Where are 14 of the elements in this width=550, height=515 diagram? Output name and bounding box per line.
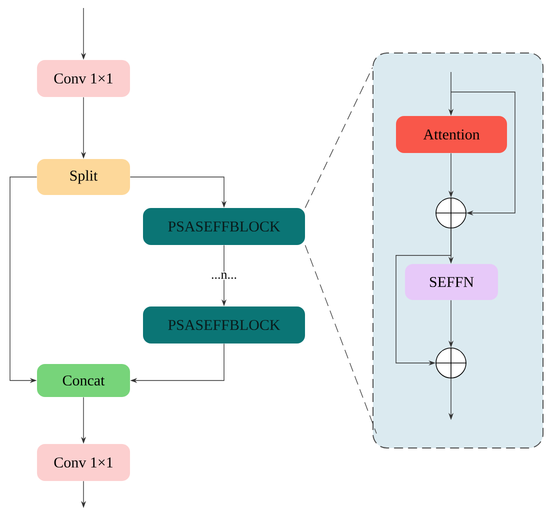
edge-label: ...n... xyxy=(210,272,238,280)
block-box: PSASEFFBLOCK xyxy=(143,306,305,344)
block-box: PSASEFFBLOCK xyxy=(143,208,305,245)
zoom-line xyxy=(304,244,377,434)
process-box: Conv 1×1 xyxy=(37,60,130,97)
process-box: SEFFN xyxy=(405,264,498,300)
process-box: Conv 1×1 xyxy=(37,444,130,481)
arrow xyxy=(450,92,516,216)
process-box: Attention xyxy=(396,116,507,153)
sum-circle xyxy=(435,347,467,379)
process-box: Split xyxy=(37,159,130,195)
zoom-line xyxy=(304,67,373,208)
process-box: Concat xyxy=(37,364,130,397)
sum-circle xyxy=(435,197,467,229)
